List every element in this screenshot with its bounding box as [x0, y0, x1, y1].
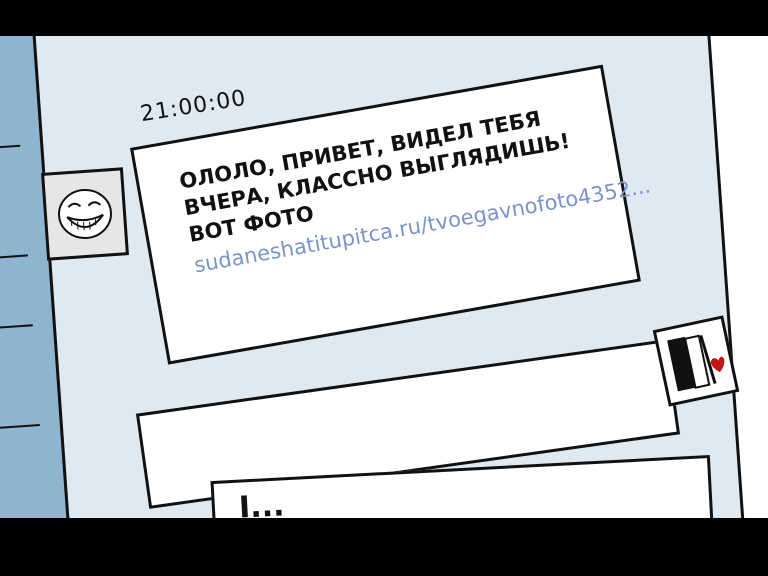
- sidebar: [0, 36, 72, 518]
- sidebar-divider: [0, 254, 28, 262]
- message-timestamp: 21:00:00: [138, 85, 249, 128]
- sidebar-divider: [0, 424, 40, 431]
- sidebar-divider: [0, 324, 33, 332]
- user-avatar[interactable]: [652, 315, 740, 407]
- girl-heart-icon: [667, 334, 725, 392]
- sidebar-divider: [0, 144, 21, 152]
- trollface-icon: [58, 188, 112, 240]
- chat-window: 21:00:00 ололо, привет, видел тебя вчера…: [0, 36, 768, 518]
- sender-avatar[interactable]: [41, 167, 129, 261]
- right-panel-edge: [706, 36, 768, 518]
